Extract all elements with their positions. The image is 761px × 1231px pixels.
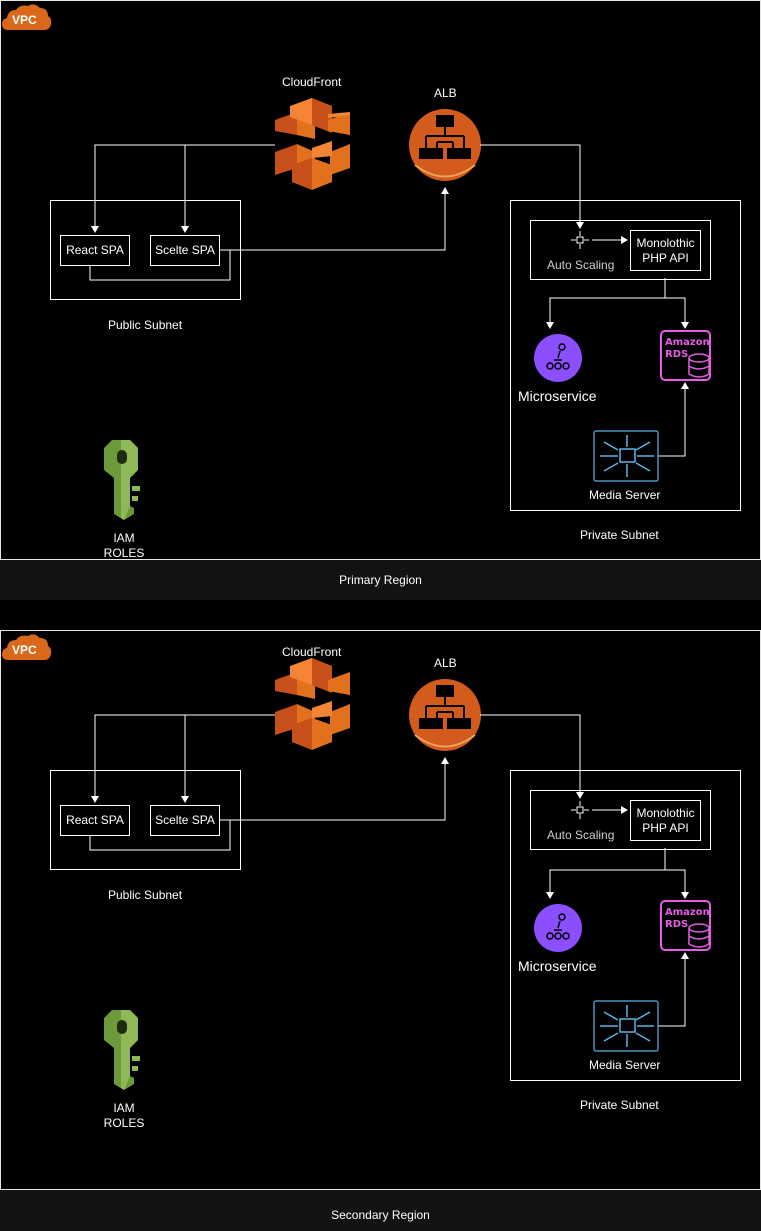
php-api-label-line1: Monolothic <box>636 235 695 250</box>
cloudfront-icon <box>275 658 350 750</box>
cloudfront-icon <box>275 98 350 190</box>
auto-scaling-icon <box>571 231 589 249</box>
region-secondary: VPC <box>0 630 761 1190</box>
react-spa-box[interactable]: React SPA <box>60 805 130 836</box>
react-spa-label: React SPA <box>66 813 124 827</box>
rds-label-line1: Amazon <box>665 337 710 348</box>
key-icon <box>104 1010 140 1090</box>
svelte-spa-label: Scelte SPA <box>155 813 215 827</box>
private-subnet <box>510 200 741 511</box>
microservice-label: Microservice <box>518 958 597 974</box>
private-subnet-label: Private Subnet <box>580 528 659 542</box>
svelte-spa-box[interactable]: Scelte SPA <box>150 805 220 836</box>
microservice-icon <box>534 904 582 952</box>
media-server-icon <box>593 430 659 482</box>
auto-scaling-group <box>530 220 711 280</box>
region-name: Secondary Region <box>331 1208 430 1222</box>
region-band-secondary: Secondary Region <box>0 1190 761 1231</box>
react-spa-box[interactable]: React SPA <box>60 235 130 266</box>
cloud-icon <box>2 4 52 31</box>
region-band-primary: Primary Region <box>0 560 761 600</box>
microservice-label: Microservice <box>518 388 597 404</box>
connector-lines: VPC <box>2 4 711 520</box>
vpc-container <box>0 630 761 1190</box>
public-subnet-label: Public Subnet <box>108 318 183 332</box>
database-icon <box>660 330 711 381</box>
iam-label-line2: ROLES <box>103 546 145 560</box>
auto-scaling-icon <box>571 801 589 819</box>
public-subnet <box>50 200 241 300</box>
react-spa-label: React SPA <box>66 243 124 257</box>
load-balancer-icon <box>409 679 481 751</box>
alb-label: ALB <box>434 656 457 670</box>
public-subnet <box>50 770 241 870</box>
microservice-icon <box>534 334 582 382</box>
svelte-spa-box[interactable]: Scelte SPA <box>150 235 220 266</box>
php-api-label-line2: PHP API <box>642 250 689 265</box>
connector-lines: VPC <box>2 634 711 1090</box>
media-server-label: Media Server <box>589 1058 661 1072</box>
private-subnet <box>510 770 741 1081</box>
region-primary: VPC <box>0 0 761 560</box>
vpc-label: VPC <box>12 13 37 27</box>
auto-scaling-label: Auto Scaling <box>547 828 615 842</box>
auto-scaling-group <box>530 790 711 850</box>
iam-label-line1: IAM <box>113 1101 135 1115</box>
database-icon <box>660 900 711 951</box>
private-subnet-label: Private Subnet <box>580 1098 659 1112</box>
public-subnet-label: Public Subnet <box>108 888 183 902</box>
media-server-label: Media Server <box>589 488 661 502</box>
media-server-icon <box>593 1000 659 1052</box>
cloudfront-label: CloudFront <box>282 645 342 659</box>
iam-label-line1: IAM <box>113 531 135 545</box>
cloudfront-label: CloudFront <box>282 75 342 89</box>
rds-label-line2: RDS <box>665 349 688 360</box>
rds-label-line2: RDS <box>665 919 688 930</box>
vpc-label: VPC <box>12 643 37 657</box>
cloud-icon <box>2 634 52 660</box>
load-balancer-icon <box>409 109 481 181</box>
auto-scaling-label: Auto Scaling <box>547 258 615 272</box>
php-api-label-line2: PHP API <box>642 820 689 835</box>
alb-label: ALB <box>434 86 457 100</box>
key-icon <box>104 440 140 520</box>
iam-label-line2: ROLES <box>103 1116 145 1130</box>
php-api-label-line1: Monolothic <box>636 805 695 820</box>
rds-label-line1: Amazon <box>665 907 710 918</box>
region-name: Primary Region <box>339 573 422 587</box>
svelte-spa-label: Scelte SPA <box>155 243 215 257</box>
